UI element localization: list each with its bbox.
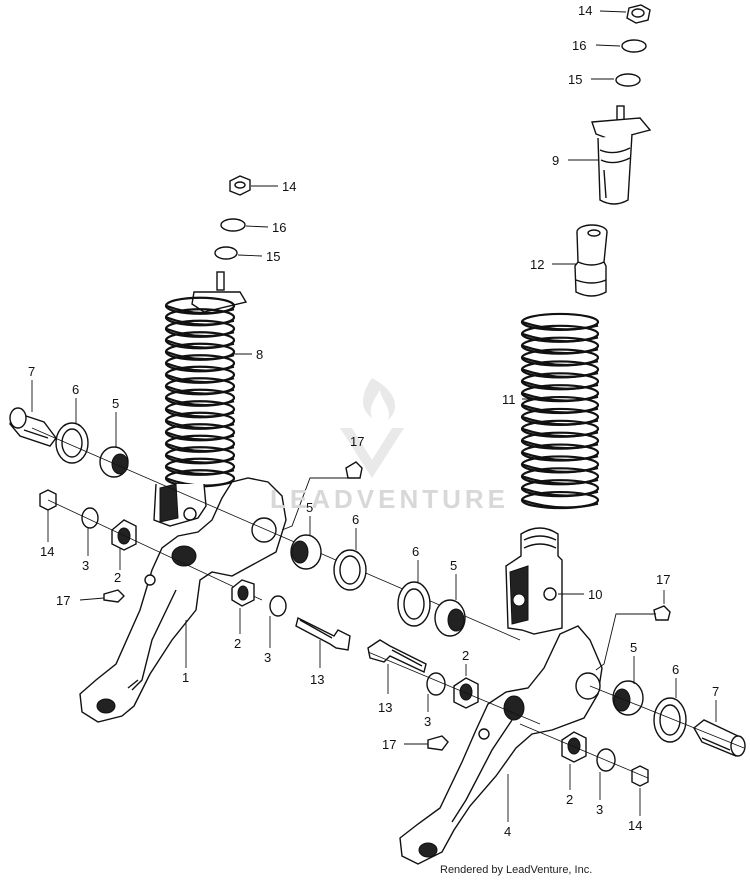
flame-v-logo-icon xyxy=(340,378,404,478)
callout-6-mid: 6 xyxy=(352,512,359,527)
callout-8: 8 xyxy=(256,347,263,362)
callout-17-mid: 17 xyxy=(350,434,364,449)
callout-5-right-upper: 5 xyxy=(450,558,457,573)
callout-3-right-lower: 3 xyxy=(596,802,603,817)
callout-7-left: 7 xyxy=(28,364,35,379)
callout-3-left: 3 xyxy=(82,558,89,573)
part-washer-3-right-upper xyxy=(426,672,446,696)
part-collar-2-left xyxy=(111,519,137,551)
part-grease-nipple-17-left xyxy=(103,589,125,603)
part-washer-15-top-right xyxy=(615,73,641,87)
callout-2-right-lower: 2 xyxy=(566,792,573,807)
part-collar-2-mid xyxy=(231,579,255,607)
callout-5-left: 5 xyxy=(112,396,119,411)
callout-9: 9 xyxy=(552,153,559,168)
callout-3-mid: 3 xyxy=(264,650,271,665)
callout-13-left: 13 xyxy=(310,672,324,687)
part-pivot-bolt-13-left xyxy=(295,616,351,651)
callout-14-right-lower: 14 xyxy=(628,818,642,833)
part-shock-lower-clevis xyxy=(505,527,563,635)
part-washer-15-top-left xyxy=(214,246,238,260)
callout-14-top-left: 14 xyxy=(282,179,296,194)
part-pivot-bolt-13-right xyxy=(367,639,427,673)
callout-17-left: 17 xyxy=(56,593,70,608)
callout-4: 4 xyxy=(504,824,511,839)
callout-5-mid: 5 xyxy=(306,500,313,515)
part-nut-top-left xyxy=(229,175,251,196)
callout-1: 1 xyxy=(182,670,189,685)
callout-7-right: 7 xyxy=(712,684,719,699)
callout-2-mid: 2 xyxy=(234,636,241,651)
callout-2-left: 2 xyxy=(114,570,121,585)
callout-14-top-right: 14 xyxy=(578,3,592,18)
part-collar-5-left xyxy=(99,446,129,478)
callout-6-right-upper: 6 xyxy=(412,544,419,559)
part-washer-16-top-left xyxy=(220,218,246,232)
part-washer-6-left xyxy=(55,422,89,464)
callout-15-top-left: 15 xyxy=(266,249,280,264)
callout-17-lower: 17 xyxy=(382,737,396,752)
callout-14-lower-left: 14 xyxy=(40,544,54,559)
part-swing-arm-right xyxy=(399,625,603,865)
part-spring-guide xyxy=(574,224,608,297)
part-collar-5-right-lower xyxy=(612,680,644,716)
part-washer-6-right-lower xyxy=(653,697,687,743)
callout-3-right-upper: 3 xyxy=(424,714,431,729)
watermark-text: LEADVENTURE xyxy=(270,484,510,514)
part-collar-5-right-upper xyxy=(434,599,466,637)
part-collar-5-mid xyxy=(290,534,322,570)
part-grease-nipple-17-lower xyxy=(427,735,449,751)
callout-13-right: 13 xyxy=(378,700,392,715)
callout-6-left: 6 xyxy=(72,382,79,397)
part-nut-14-lower-right xyxy=(631,765,649,787)
part-washer-6-mid xyxy=(333,549,367,591)
part-grease-nipple-17-mid xyxy=(345,461,363,479)
callout-10: 10 xyxy=(588,587,602,602)
callout-5-right-lower: 5 xyxy=(630,640,637,655)
part-washer-16-top-right xyxy=(621,39,647,53)
part-washer-3-mid xyxy=(269,595,287,617)
part-shock-assembly-left xyxy=(153,271,248,527)
callout-16-top-left: 16 xyxy=(272,220,286,235)
footer-credit: Rendered by LeadVenture, Inc. xyxy=(440,864,593,876)
callout-12: 12 xyxy=(530,257,544,272)
part-nut-top-right xyxy=(626,4,651,24)
part-washer-6-right-upper xyxy=(397,581,431,627)
callout-17-right: 17 xyxy=(656,572,670,587)
callout-16-top-right: 16 xyxy=(572,38,586,53)
part-washer-3-left xyxy=(81,507,99,529)
callout-15-top-right: 15 xyxy=(568,72,582,87)
part-swing-arm-left xyxy=(79,477,287,723)
part-shock-top-mount xyxy=(591,105,652,205)
callout-6-right-lower: 6 xyxy=(672,662,679,677)
part-coil-spring-right xyxy=(520,312,600,510)
callout-11: 11 xyxy=(502,392,516,407)
part-grease-nipple-17-right xyxy=(653,605,671,621)
part-bushing-7-left xyxy=(9,407,57,447)
callout-2-right-upper: 2 xyxy=(462,648,469,663)
